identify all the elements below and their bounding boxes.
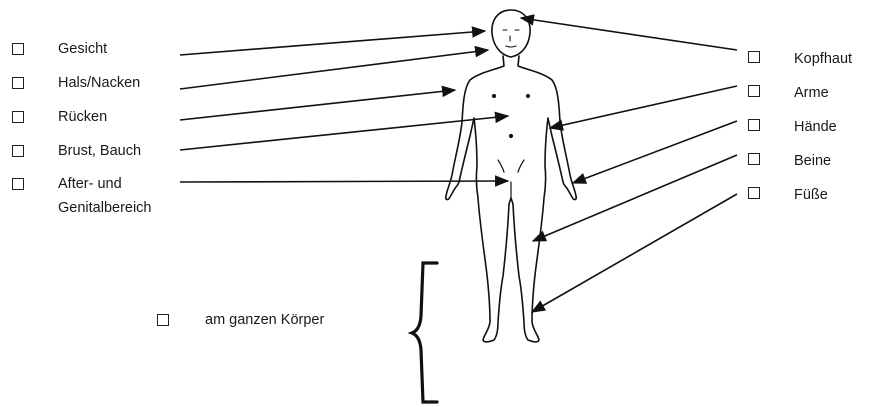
arrow-after [180, 181, 508, 182]
label-genitalbereich: Genitalbereich [58, 199, 152, 218]
arrows-right [521, 18, 737, 312]
arrows-left [180, 31, 508, 182]
arrow-kopfhaut [521, 18, 737, 50]
label-arme: Arme [794, 84, 829, 103]
groin-lines [498, 160, 524, 200]
face-details [503, 30, 519, 47]
checkbox-brust-bauch[interactable] [12, 145, 24, 157]
nipple-left [493, 95, 496, 98]
checkbox-kopfhaut[interactable] [748, 51, 760, 63]
arrow-beine [533, 155, 737, 241]
checkbox-fuesse[interactable] [748, 187, 760, 199]
label-ganzer-koerper: am ganzen Körper [205, 311, 324, 330]
label-ruecken: Rücken [58, 108, 107, 127]
checkbox-beine[interactable] [748, 153, 760, 165]
label-kopfhaut: Kopfhaut [794, 50, 852, 69]
arrow-gesicht [180, 31, 485, 55]
head-outline [492, 10, 530, 57]
arrow-arme [550, 86, 737, 128]
arrow-hals [180, 50, 488, 89]
checkbox-gesicht[interactable] [12, 43, 24, 55]
checkbox-haende[interactable] [748, 119, 760, 131]
arrow-haende [573, 121, 737, 183]
label-haende: Hände [794, 118, 837, 137]
checkbox-hals-nacken[interactable] [12, 77, 24, 89]
checkbox-ganzer-koerper[interactable] [157, 314, 169, 326]
label-hals-nacken: Hals/Nacken [58, 74, 140, 93]
label-fuesse: Füße [794, 186, 828, 205]
curly-brace [412, 263, 437, 402]
label-gesicht: Gesicht [58, 40, 107, 59]
arrow-fuesse [532, 194, 737, 312]
human-figure [446, 10, 576, 342]
arrow-ruecken [180, 90, 455, 120]
nipple-right [527, 95, 530, 98]
checkbox-ruecken[interactable] [12, 111, 24, 123]
checkbox-after-genital[interactable] [12, 178, 24, 190]
label-after-und: After- und [58, 175, 122, 194]
navel [510, 135, 513, 138]
checkbox-arme[interactable] [748, 85, 760, 97]
label-beine: Beine [794, 152, 831, 171]
label-brust-bauch: Brust, Bauch [58, 142, 141, 161]
